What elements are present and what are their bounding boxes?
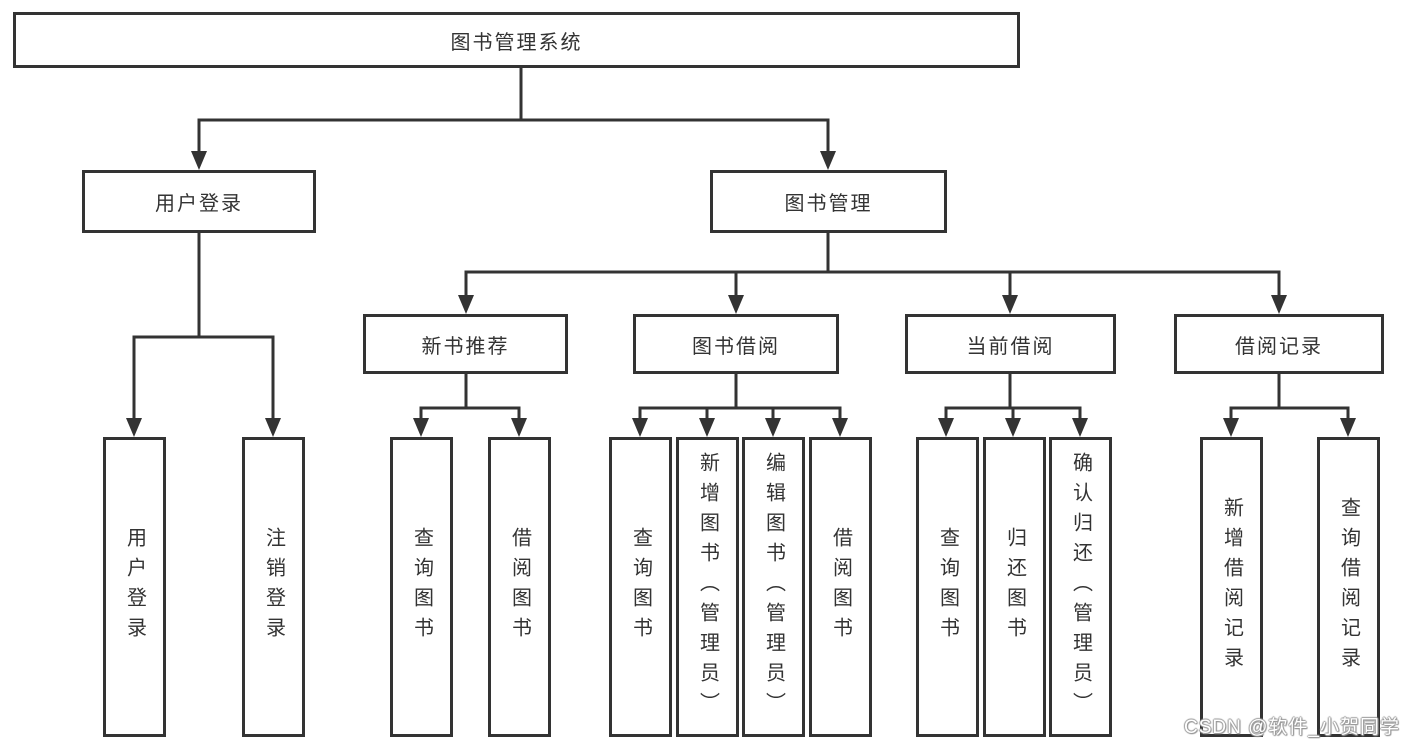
node-user-login: 用户登录: [82, 170, 316, 233]
leaf-logout: 注销登录: [242, 437, 305, 737]
leaf-add-borrow-record-label: 新增借阅记录: [1220, 497, 1243, 677]
leaf-add-book-admin-label: 新增图书（管理员）: [696, 452, 719, 722]
leaf-query-books-recommend-label: 查询图书: [410, 527, 433, 647]
leaf-logout-label: 注销登录: [262, 527, 285, 647]
node-user-login-label: 用户登录: [155, 193, 243, 215]
leaf-add-borrow-record: 新增借阅记录: [1200, 437, 1263, 737]
leaf-borrow-books-borrowing: 借阅图书: [809, 437, 872, 737]
leaf-confirm-return-admin-label: 确认归还（管理员）: [1069, 452, 1092, 722]
leaf-borrow-books-borrowing-label: 借阅图书: [829, 527, 852, 647]
leaf-borrow-books-recommend-label: 借阅图书: [508, 527, 531, 647]
node-library-system-label: 图书管理系统: [450, 31, 583, 54]
node-new-book-recommend-label: 新书推荐: [421, 335, 510, 358]
leaf-query-books-current: 查询图书: [916, 437, 979, 737]
leaf-return-books-label: 归还图书: [1003, 527, 1026, 647]
leaf-query-books-borrowing: 查询图书: [609, 437, 672, 737]
leaf-query-books-current-label: 查询图书: [936, 527, 959, 647]
leaf-return-books: 归还图书: [983, 437, 1046, 737]
node-current-borrowing-label: 当前借阅: [966, 335, 1055, 358]
node-book-borrowing: 图书借阅: [633, 314, 839, 374]
node-book-management: 图书管理: [710, 170, 947, 233]
node-library-system: 图书管理系统: [13, 12, 1020, 68]
node-new-book-recommend: 新书推荐: [363, 314, 568, 374]
leaf-query-books-borrowing-label: 查询图书: [629, 527, 652, 647]
csdn-watermark: CSDN @软件_小贺同学: [1184, 717, 1400, 738]
node-book-management-label: 图书管理: [784, 193, 873, 215]
leaf-user-login: 用户登录: [103, 437, 166, 737]
leaf-edit-book-admin-label: 编辑图书（管理员）: [762, 452, 785, 722]
leaf-edit-book-admin: 编辑图书（管理员）: [742, 437, 805, 737]
leaf-add-book-admin: 新增图书（管理员）: [676, 437, 739, 737]
node-borrowing-records: 借阅记录: [1174, 314, 1384, 374]
node-borrowing-records-label: 借阅记录: [1235, 335, 1323, 358]
node-current-borrowing: 当前借阅: [905, 314, 1116, 374]
leaf-borrow-books-recommend: 借阅图书: [488, 437, 551, 737]
leaf-query-books-recommend: 查询图书: [390, 437, 453, 737]
leaf-confirm-return-admin: 确认归还（管理员）: [1049, 437, 1112, 737]
leaf-query-borrow-record: 查询借阅记录: [1317, 437, 1380, 737]
leaf-query-borrow-record-label: 查询借阅记录: [1337, 497, 1360, 677]
node-book-borrowing-label: 图书借阅: [692, 335, 780, 358]
leaf-user-login-label: 用户登录: [123, 527, 146, 647]
